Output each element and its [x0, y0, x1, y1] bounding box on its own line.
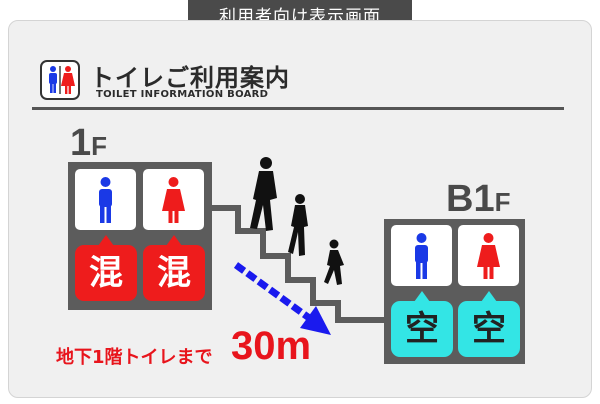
men-status-badge: 空 — [391, 291, 453, 357]
women-icon — [162, 177, 185, 223]
floor-label-1f: 1F — [70, 122, 108, 164]
floor-panel-1f: 混 混 — [68, 162, 212, 310]
men-icon — [415, 233, 428, 279]
board-subtitle: TOILET INFORMATION BOARD — [96, 89, 269, 100]
women-icon — [477, 233, 500, 279]
direction-arrow — [233, 262, 331, 335]
women-slot — [143, 169, 204, 230]
floor-panel-b1f: 空 空 — [384, 219, 525, 364]
header-divider — [32, 107, 564, 110]
men-status-badge: 混 — [75, 235, 137, 301]
women-slot — [458, 225, 519, 286]
distance-label: 地下1階トイレまで — [56, 347, 213, 368]
men-slot — [391, 225, 452, 286]
women-status-badge: 混 — [143, 235, 205, 301]
distance-value: 30m — [231, 324, 312, 368]
men-slot — [75, 169, 136, 230]
women-status-badge: 空 — [458, 291, 520, 357]
men-icon — [99, 177, 112, 223]
floor-label-b1f: B1F — [446, 178, 511, 220]
restroom-icon — [40, 60, 80, 100]
walking-people-icon — [250, 157, 344, 285]
board-title: トイレご利用案内 — [90, 64, 290, 92]
